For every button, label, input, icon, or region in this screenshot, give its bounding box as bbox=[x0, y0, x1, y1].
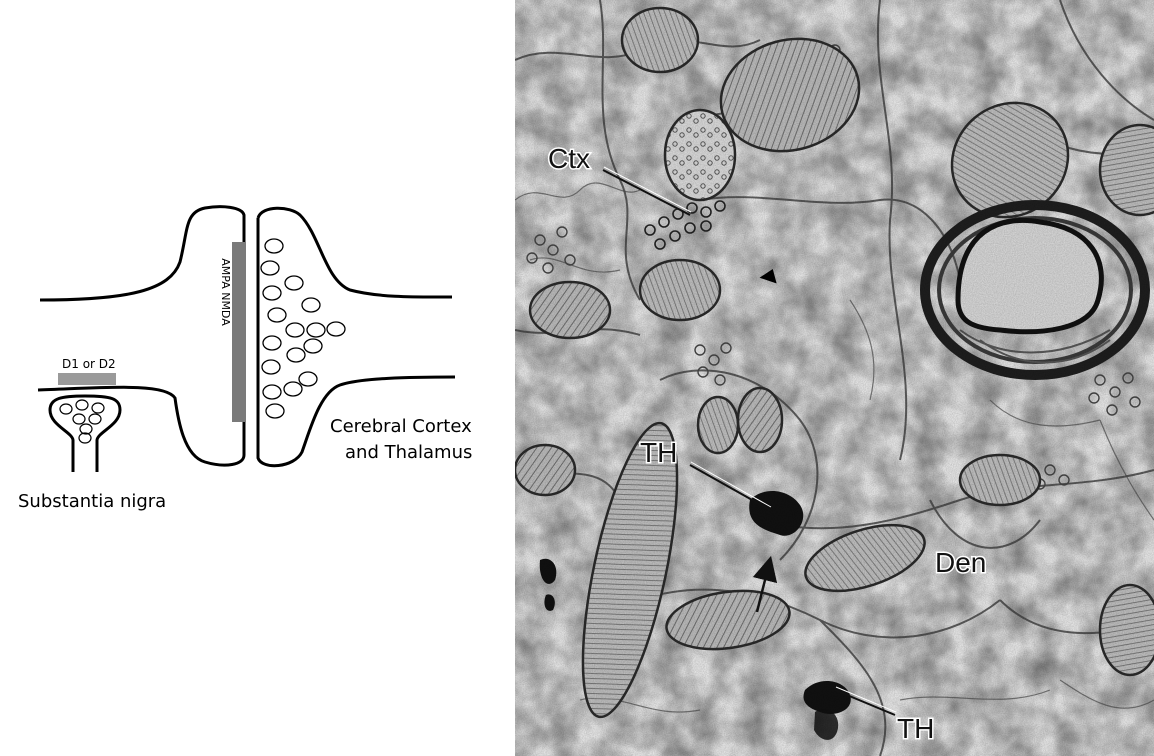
ctx-pointer-line-white bbox=[603, 166, 692, 213]
postsynaptic-dendrite-outline bbox=[37, 205, 246, 467]
label-th-top: TH bbox=[640, 437, 677, 468]
d1-d2-label: D1 or D2 bbox=[62, 357, 116, 371]
label-den: Den bbox=[935, 547, 986, 578]
th-top-pointer-line-white bbox=[690, 461, 772, 508]
ampa-nmda-label: AMPA NMDA bbox=[219, 258, 232, 326]
arrowhead-marker bbox=[759, 268, 777, 284]
label-ctx: Ctx bbox=[548, 143, 590, 174]
ampa-nmda-receptor-bar bbox=[232, 242, 246, 422]
electron-micrograph: Ctx TH Den TH bbox=[515, 0, 1154, 756]
synaptic-vesicles-nigral bbox=[59, 399, 105, 444]
label-th-bottom: TH bbox=[897, 713, 934, 744]
caption-cortex-line1: Cerebral Cortex bbox=[330, 416, 472, 437]
synaptic-vesicles-cortical bbox=[260, 238, 346, 419]
d1-d2-receptor-bar bbox=[58, 373, 116, 385]
th-bottom-pointer-line-white bbox=[835, 686, 897, 713]
synapse-schematic: AMPA NMDA D1 or D2 bbox=[18, 205, 472, 512]
ctx-pointer-line bbox=[602, 169, 691, 216]
th-bottom-pointer-line bbox=[834, 689, 896, 716]
th-top-pointer-line bbox=[689, 464, 771, 511]
caption-cortex-line2: and Thalamus bbox=[345, 442, 472, 463]
nigral-terminal-outline bbox=[48, 394, 122, 472]
arrow-marker bbox=[752, 555, 778, 613]
caption-substantia-nigra: Substantia nigra bbox=[18, 491, 166, 512]
cortical-terminal-outline bbox=[256, 206, 456, 468]
